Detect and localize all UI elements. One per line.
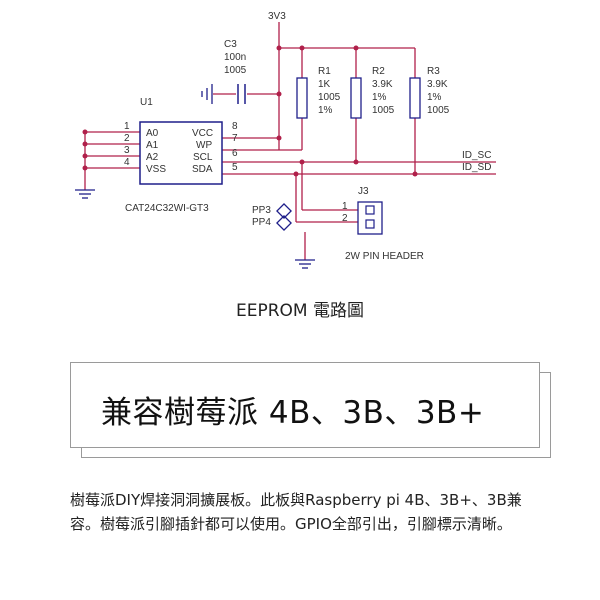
r1-value: 1K [318,79,331,90]
net-label-id-sc: ID_SC [462,150,491,161]
pin-a0-name: A0 [146,128,159,139]
r2-tolerance: 1% [372,92,387,103]
test-points: PP3 PP4 [252,203,292,231]
u1-ref: U1 [140,97,153,108]
pin-vcc-name: VCC [192,128,213,139]
c3-package: 1005 [224,65,247,76]
resistor-r1: R1 1K 1005 1% [296,66,341,119]
pin-sda-name: SDA [192,164,213,175]
j3-pin-1: 1 [342,201,348,212]
schematic-caption: EEPROM 電路圖 [236,301,364,321]
pin-8-num: 8 [232,121,238,132]
resistor-r3: R3 3.9K 1% 1005 [409,66,450,119]
u1-part: CAT24C32WI-GT3 [125,203,209,214]
junction-dots [82,45,418,177]
test-point-pp4: PP4 [252,217,271,228]
ic-u1: U1 CAT24C32WI-GT3 A0 A1 A2 VSS 1 2 3 4 V… [124,97,238,214]
eeprom-schematic: 3V3 [75,11,496,269]
j3-label: 2W PIN HEADER [345,251,424,262]
pin-header-j3: J3 1 2 2W PIN HEADER [342,186,424,262]
r1-tolerance: 1% [318,105,333,116]
power-label-3v3: 3V3 [268,11,286,22]
r3-ref: R3 [427,66,440,77]
capacitor-c3: C3 100n 1005 [224,39,247,104]
pin-3-num: 3 [124,145,130,156]
pin-6-num: 6 [232,148,238,159]
resistor-r2: R2 3.9K 1% 1005 [350,66,395,119]
pin-scl-name: SCL [193,152,213,163]
j3-pin-2: 2 [342,213,348,224]
ground-symbol-cap [201,84,213,104]
c3-value: 100n [224,52,246,63]
r3-package: 1005 [427,105,450,116]
r1-ref: R1 [318,66,331,77]
pin-wp-name: WP [196,140,212,151]
pin-5-num: 5 [232,162,238,173]
pin-a2-name: A2 [146,152,159,163]
c3-ref: C3 [224,39,237,50]
r3-tolerance: 1% [427,92,442,103]
ground-symbol-left [75,189,95,199]
r2-package: 1005 [372,105,395,116]
product-description: 樹莓派DIY焊接洞洞擴展板。此板與Raspberry pi 4B、3B+、3B兼… [70,491,522,533]
r2-ref: R2 [372,66,385,77]
pin-2-num: 2 [124,133,130,144]
r3-value: 3.9K [427,79,448,90]
ground-symbol-header [295,259,315,269]
pin-1-num: 1 [124,121,130,132]
pin-vss-name: VSS [146,164,166,175]
pin-4-num: 4 [124,157,130,168]
compatibility-title: 兼容樹莓派 4B、3B、3B+ [101,395,485,431]
j3-ref: J3 [358,186,369,197]
net-label-id-sd: ID_SD [462,162,491,173]
pin-a1-name: A1 [146,140,159,151]
title-frame: 兼容樹莓派 4B、3B、3B+ [70,362,540,448]
test-point-pp3: PP3 [252,205,271,216]
r2-value: 3.9K [372,79,393,90]
r1-package: 1005 [318,92,341,103]
pin-7-num: 7 [232,133,238,144]
power-rail [84,22,496,260]
